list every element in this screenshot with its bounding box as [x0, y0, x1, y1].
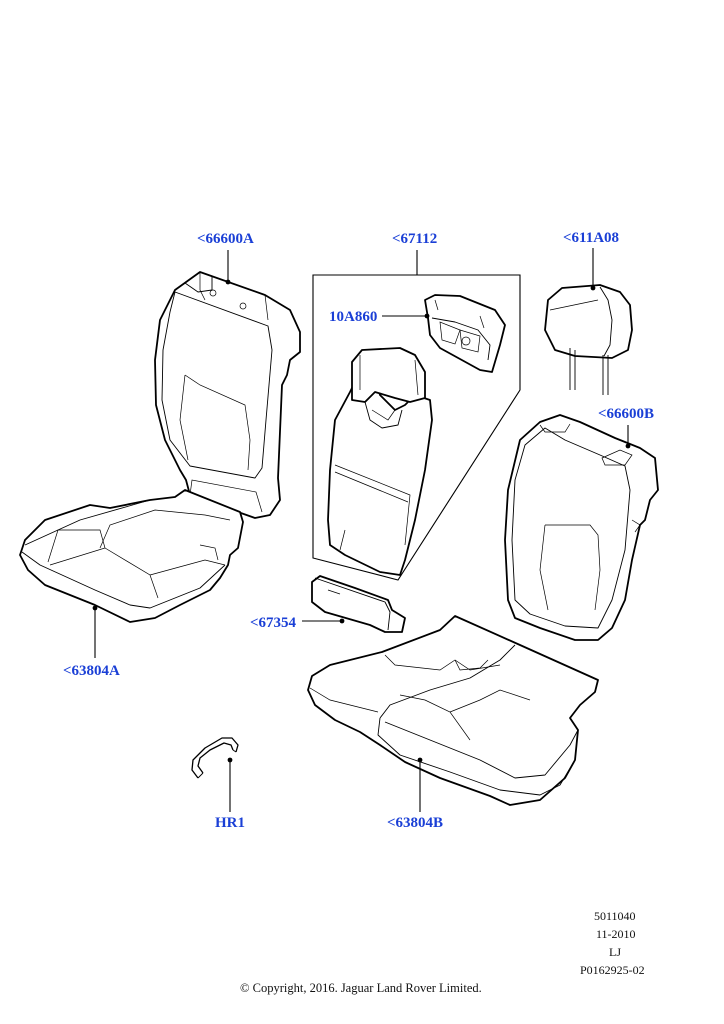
armrest-cupholder[interactable] — [424, 294, 506, 373]
leader-lines — [92, 248, 631, 812]
callout-67354[interactable]: <67354 — [250, 615, 297, 631]
armrest-cover[interactable] — [311, 575, 406, 633]
callout-hr1[interactable]: HR1 — [215, 815, 245, 831]
copyright-notice: © Copyright, 2016. Jaguar Land Rover Lim… — [240, 981, 482, 995]
front-seat-cushion[interactable] — [19, 489, 244, 623]
callout-66600b[interactable]: <66600B — [598, 406, 655, 422]
reference-number: 5011040 — [594, 909, 636, 923]
reference-model-code: LJ — [609, 945, 621, 959]
callout-10a860[interactable]: 10A860 — [329, 309, 378, 325]
rear-seat-back-cover[interactable] — [504, 414, 659, 641]
headrest[interactable] — [544, 284, 633, 395]
callout-67112[interactable]: <67112 — [392, 231, 438, 247]
callout-63804a[interactable]: <63804A — [63, 663, 120, 679]
rear-seat-cushion[interactable] — [307, 615, 599, 806]
rear-seat-back-inset[interactable] — [327, 347, 433, 576]
hog-ring[interactable] — [191, 737, 239, 779]
callout-63804b[interactable]: <63804B — [387, 815, 444, 831]
callout-611a08[interactable]: <611A08 — [563, 230, 620, 246]
callout-66600a[interactable]: <66600A — [197, 231, 254, 247]
rear-seat-module-frame — [312, 274, 521, 581]
reference-date: 11-2010 — [596, 927, 636, 941]
front-seat-back-cover[interactable] — [154, 271, 301, 519]
reference-illustration-id: P0162925-02 — [580, 963, 645, 977]
